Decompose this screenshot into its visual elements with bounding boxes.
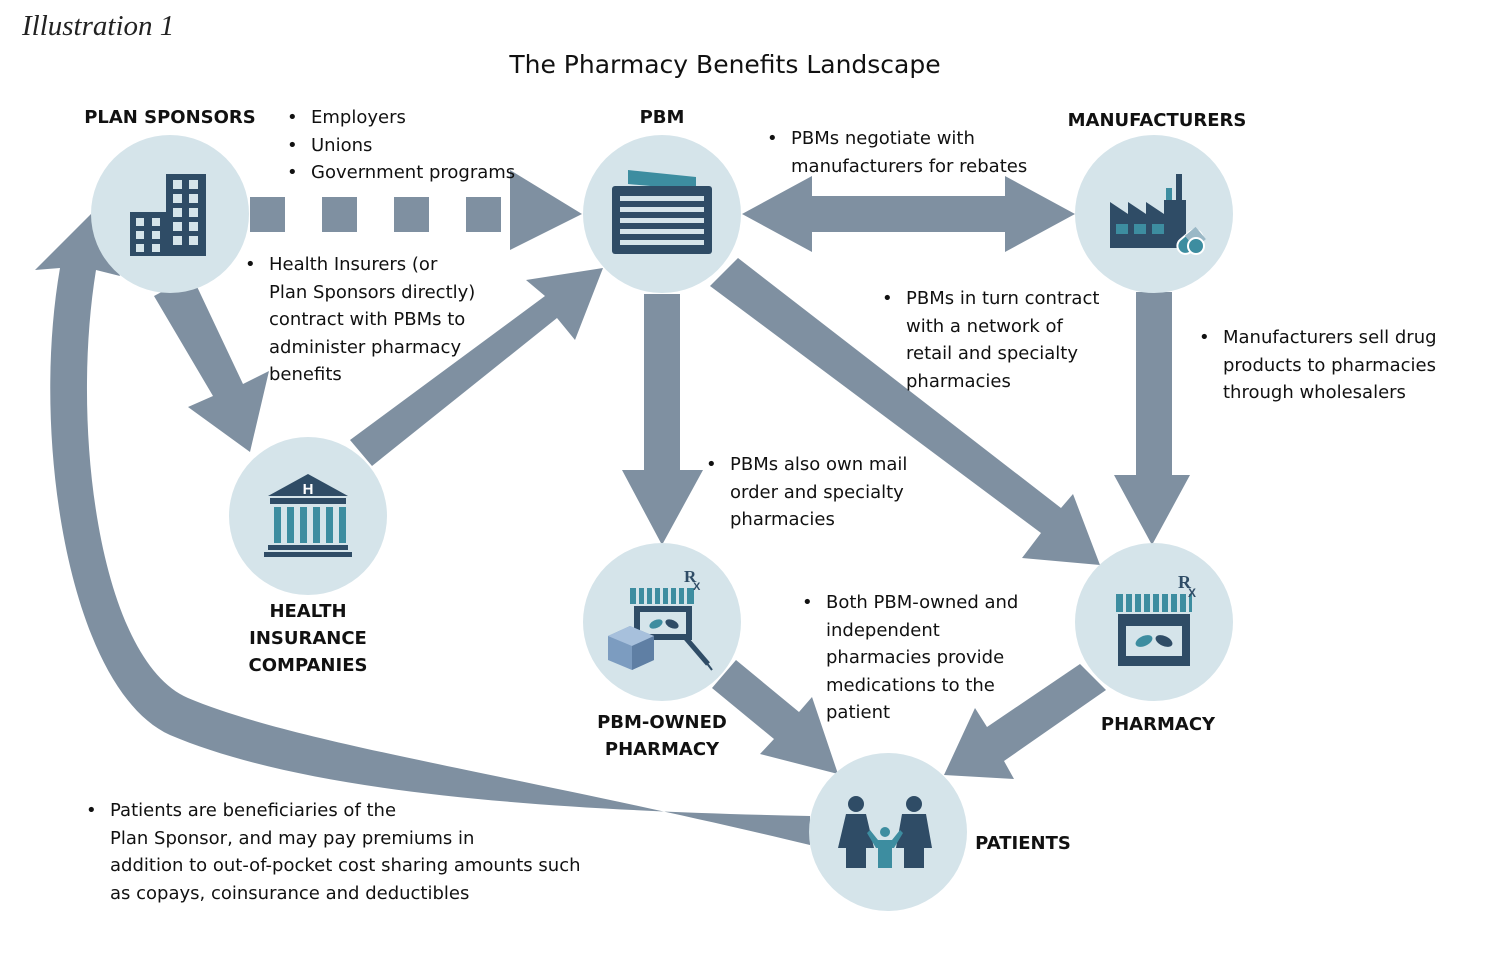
arrow-plan-sponsors-to-insurers — [154, 276, 269, 452]
health-insurance-label-line: HEALTH — [269, 601, 347, 622]
note-line: Patients are beneficiaries of the — [86, 797, 581, 825]
note-line: with a network of — [906, 315, 1063, 337]
family-icon — [838, 796, 932, 868]
pbm-owned-pharmacy-label-line: PHARMACY — [604, 739, 720, 760]
diagram-title: The Pharmacy Benefits Landscape — [509, 50, 941, 79]
svg-text:R: R — [1178, 572, 1192, 592]
svg-text:X: X — [693, 581, 701, 593]
pbm-label: PBM — [639, 107, 685, 128]
patients-label: PATIENTS — [975, 833, 1071, 854]
note-line: products to pharmacies — [1223, 354, 1436, 376]
note-line: retail and specialty — [906, 343, 1078, 364]
arrow-pbm-owned-to-patients — [712, 660, 838, 774]
plan-sponsor-types-list: Employers Unions Government programs — [287, 104, 515, 187]
note-line: manufacturers for rebates — [791, 155, 1028, 177]
insurers-note: Health Insurers (or Plan Sponsors direct… — [245, 251, 475, 389]
note-line: as copays, coinsurance and deductibles — [110, 882, 470, 904]
svg-text:X: X — [1188, 586, 1196, 600]
mail-order-pharmacy-icon: R X — [608, 567, 713, 671]
patients-info-note: Patients are beneficiaries of the Plan S… — [86, 797, 581, 907]
arrow-pbm-to-pbm-owned — [622, 294, 703, 545]
note-line: benefits — [269, 364, 342, 385]
note-line: pharmacies — [906, 370, 1011, 392]
arrow-pbm-to-pharmacy — [710, 258, 1100, 565]
note-line: PBMs also own mail — [706, 451, 907, 479]
note-line: pharmacies provide — [826, 647, 1005, 668]
wholesalers-note: Manufacturers sell drug products to phar… — [1199, 324, 1437, 407]
network-note: PBMs in turn contract with a network of … — [882, 285, 1099, 395]
note-line: independent — [826, 619, 940, 641]
health-insurance-label-line: INSURANCE — [249, 628, 367, 649]
arrow-pbm-manufacturers — [742, 176, 1075, 252]
health-insurance-label-line: COMPANIES — [248, 655, 368, 676]
note-line: administer pharmacy — [269, 336, 462, 358]
arrow-patients-to-plan-sponsors — [35, 210, 810, 845]
note-line: PBMs negotiate with — [767, 125, 1027, 153]
note-line: PBMs in turn contract — [882, 285, 1099, 313]
note-line: Both PBM-owned and — [802, 589, 1018, 617]
list-item: Government programs — [287, 159, 515, 187]
arrow-pharmacy-to-patients — [944, 664, 1106, 779]
pbm-owned-pharmacy-label-line: PBM-OWNED — [597, 712, 727, 733]
arrow-manufacturers-to-pharmacy — [1114, 292, 1190, 545]
health-insurance-label: HEALTH INSURANCE COMPANIES — [218, 598, 398, 679]
note-line: through wholesalers — [1223, 382, 1406, 403]
note-line: contract with PBMs to — [269, 309, 466, 330]
pbm-owned-pharmacy-label: PBM-OWNED PHARMACY — [572, 709, 752, 763]
note-line: patient — [826, 702, 891, 723]
both-provide-note: Both PBM-owned and independent pharmacie… — [802, 589, 1018, 727]
factory-icon — [1110, 174, 1206, 255]
office-buildings-icon — [130, 174, 206, 256]
list-item: Employers — [287, 104, 515, 132]
list-item: Unions — [287, 132, 515, 160]
pharmacy-storefront-icon: R X — [1116, 572, 1196, 666]
note-line: order and specialty — [730, 481, 904, 503]
pharmacy-label: PHARMACY — [1100, 714, 1216, 735]
note-line: addition to out-of-pocket cost sharing a… — [110, 855, 581, 876]
rebates-note: PBMs negotiate with manufacturers for re… — [767, 125, 1027, 180]
arrow-plan-sponsors-to-pbm — [250, 170, 582, 250]
illustration-label: Illustration 1 — [22, 10, 175, 42]
note-line: Plan Sponsor, and may pay premiums in — [110, 827, 475, 849]
note-line: Health Insurers (or — [245, 251, 475, 279]
note-line: Plan Sponsors directly) — [269, 281, 476, 303]
note-line: medications to the — [826, 674, 995, 696]
manufacturers-label: MANUFACTURERS — [1067, 110, 1247, 131]
note-line: pharmacies — [730, 509, 835, 530]
arrow-insurers-to-pbm — [350, 268, 603, 466]
health-insurance-circle — [229, 437, 387, 595]
mail-order-note: PBMs also own mail order and specialty p… — [706, 451, 907, 534]
pbm-building-icon — [612, 170, 712, 254]
note-line: Manufacturers sell drug — [1199, 324, 1437, 352]
svg-text:R: R — [684, 567, 697, 586]
hospital-building-icon: H — [264, 474, 352, 557]
svg-text:H: H — [303, 481, 314, 498]
plan-sponsors-label: PLAN SPONSORS — [84, 107, 256, 128]
